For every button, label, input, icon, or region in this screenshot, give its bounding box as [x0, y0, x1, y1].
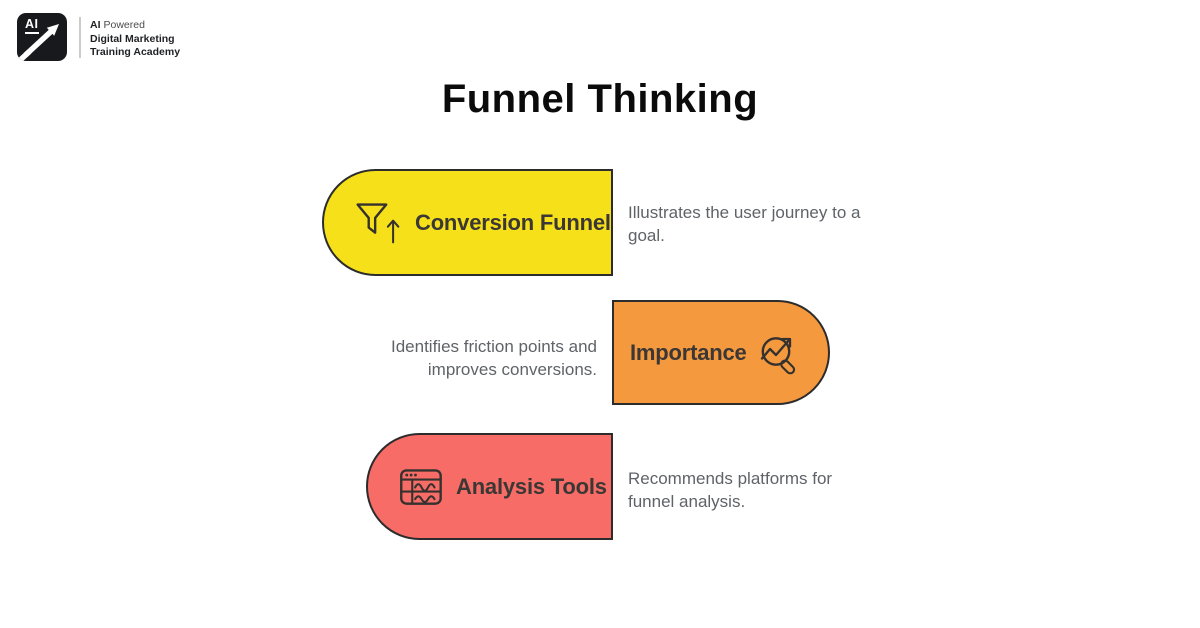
card-importance: Importance: [612, 300, 830, 405]
card-description-importance: Identifies friction points and improves …: [390, 337, 597, 379]
card-label: Conversion Funnel: [415, 209, 611, 235]
card-label: Analysis Tools: [456, 473, 607, 499]
magnifier-trend-icon: [760, 336, 795, 374]
logo-line-2: Digital Marketing: [90, 32, 175, 45]
card-analysis-tools: Analysis Tools: [366, 433, 613, 540]
logo-badge: AI: [17, 13, 67, 61]
card-description-analysis-tools: Recommends platforms for funnel analysis…: [628, 469, 833, 511]
card-description-conversion-funnel: Illustrates the user journey to a goal.: [628, 203, 861, 245]
page-title: Funnel Thinking: [441, 77, 759, 121]
logo-divider: [79, 17, 81, 58]
analytics-window-icon: [400, 468, 442, 505]
funnel-up-arrow-icon: [356, 202, 400, 243]
card-label: Importance: [630, 339, 747, 365]
logo-line-3: Training Academy: [90, 46, 181, 58]
card-conversion-funnel: Conversion Funnel: [322, 169, 613, 276]
logo-ai-mark: AI: [25, 18, 39, 34]
